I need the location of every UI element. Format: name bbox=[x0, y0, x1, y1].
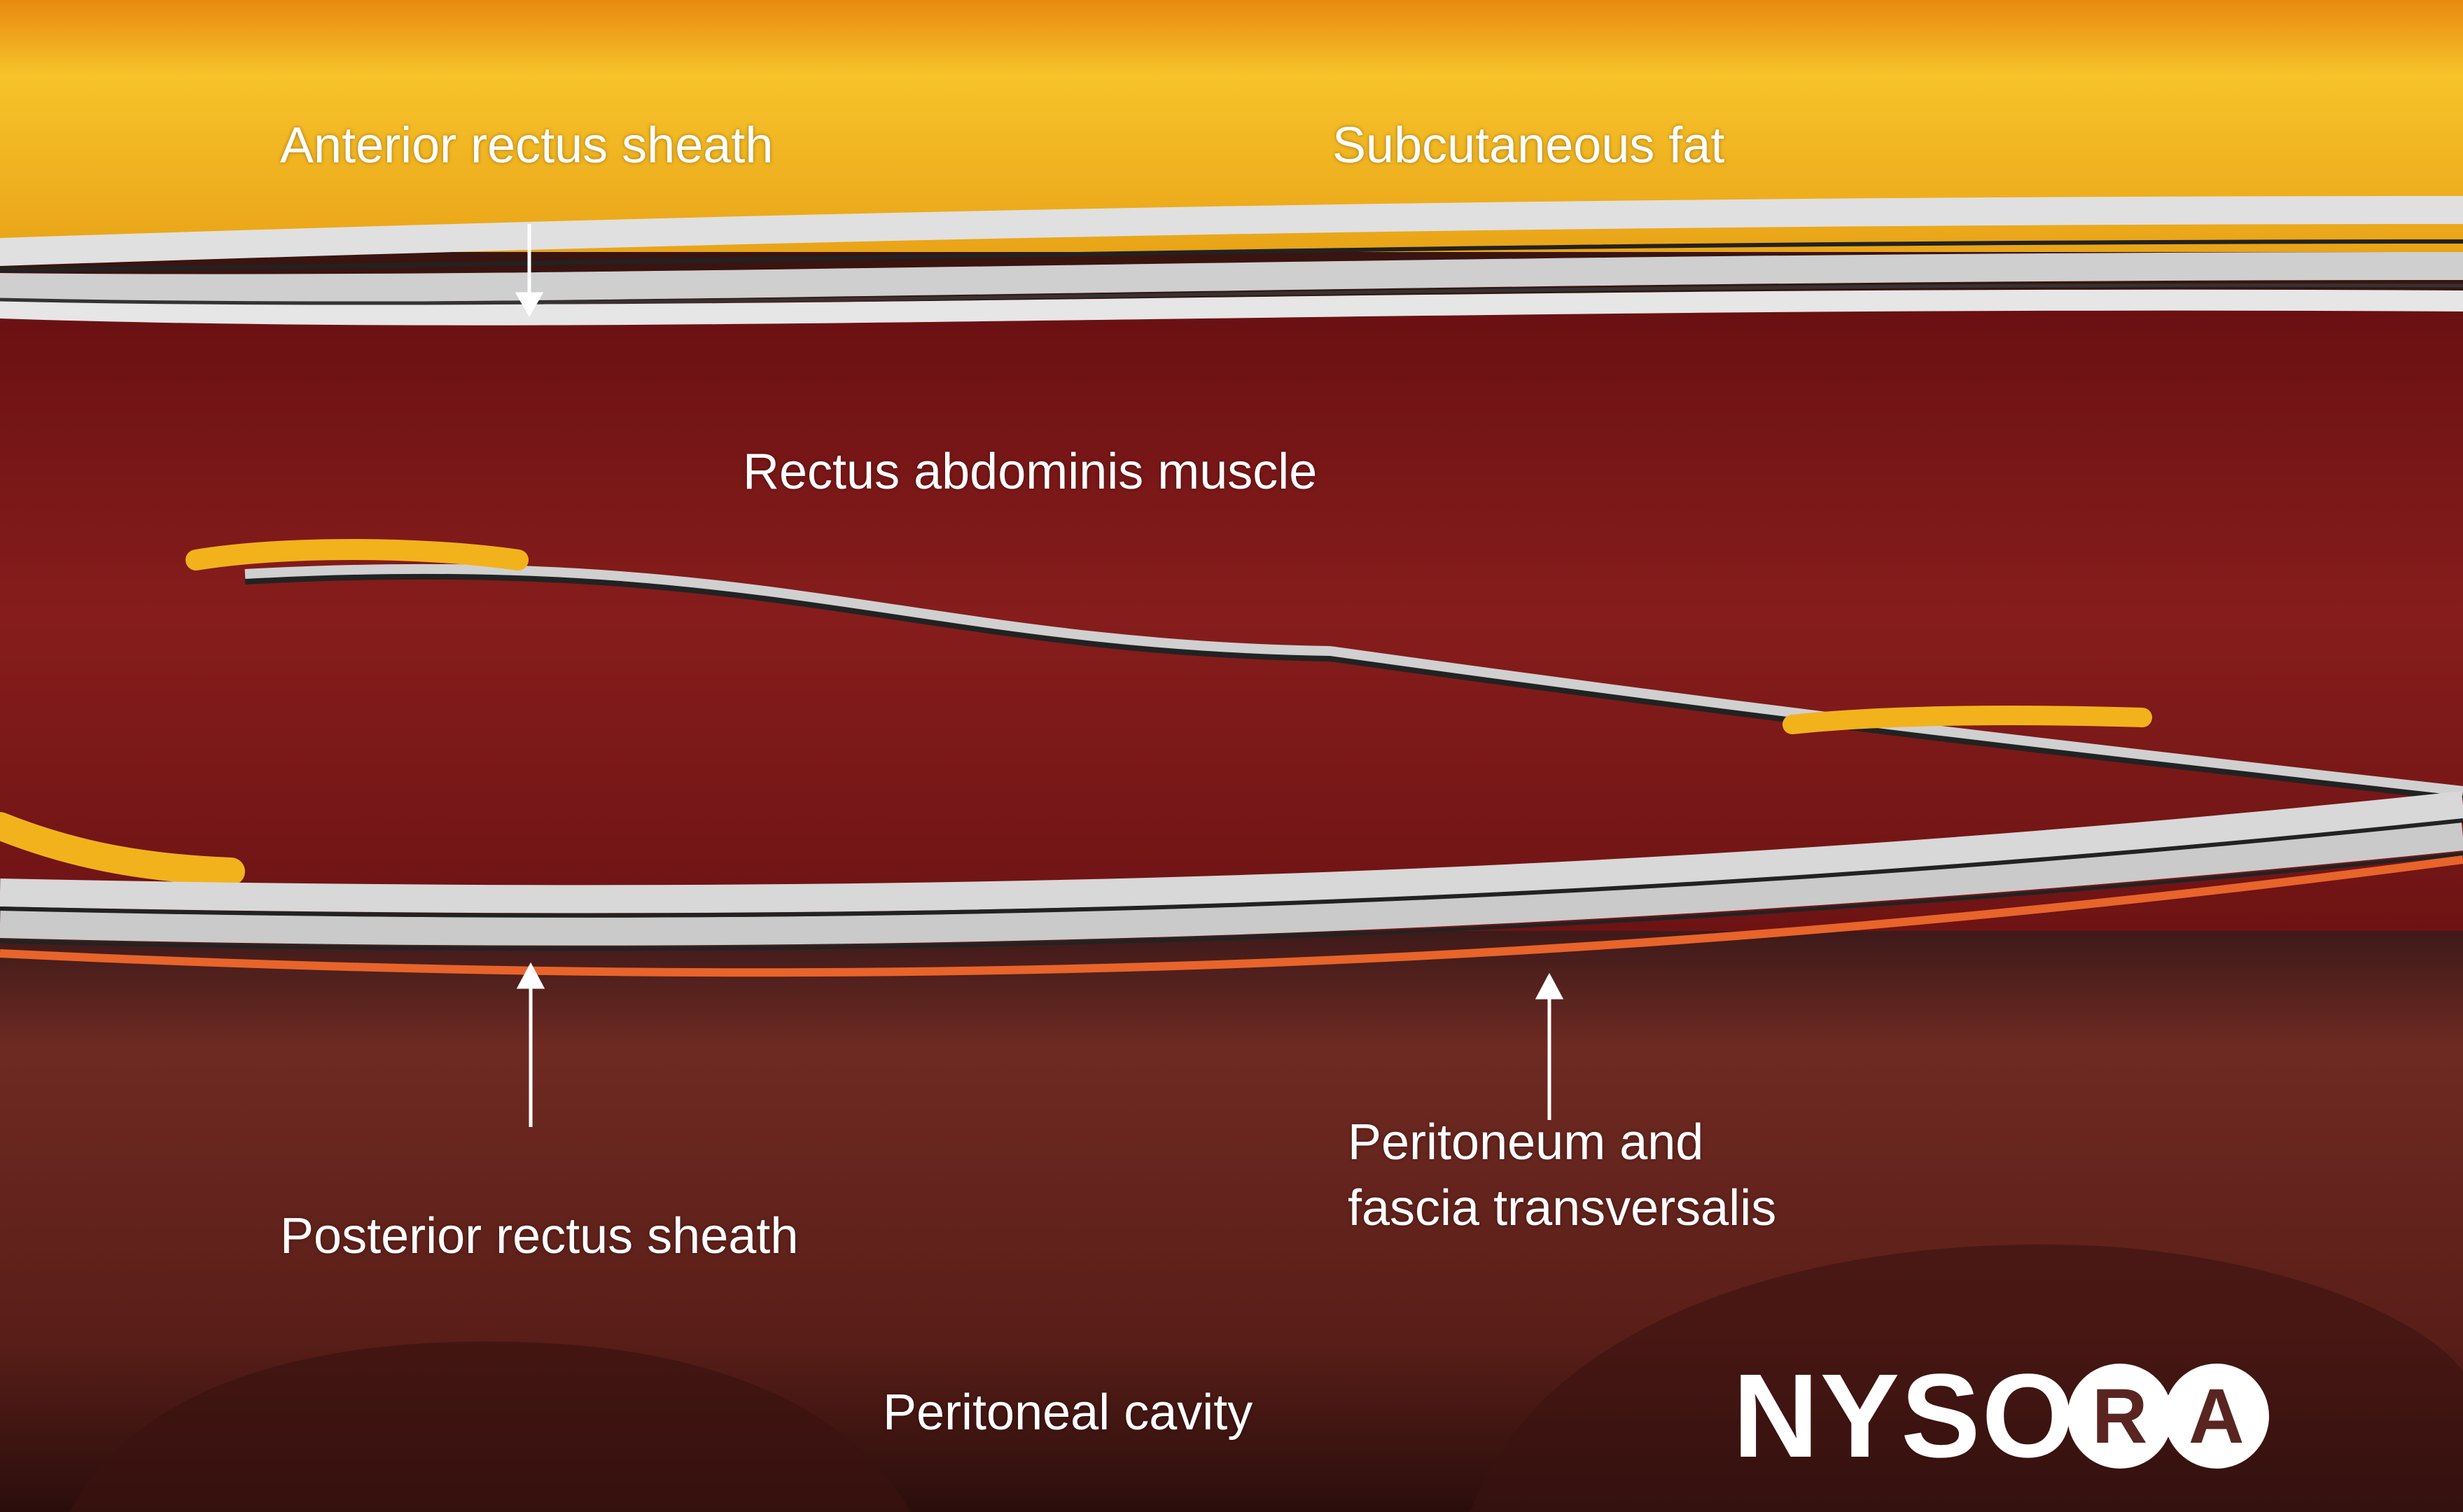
rectus-muscle-layer bbox=[0, 301, 2463, 931]
logo-circle-r: R bbox=[2067, 1364, 2172, 1469]
posterior-rectus-sheath bbox=[0, 791, 2463, 977]
label-rectus-abdominis-muscle: Rectus abdominis muscle bbox=[743, 444, 1318, 500]
label-peritoneal-cavity: Peritoneal cavity bbox=[883, 1385, 1253, 1441]
anterior-rectus-sheath bbox=[0, 196, 2463, 326]
nysora-logo: NYSO R A bbox=[1733, 1357, 2269, 1476]
logo-text: NYSO bbox=[1733, 1350, 2076, 1483]
bowel-loop-left bbox=[70, 1341, 910, 1512]
intramuscular-septum bbox=[0, 539, 2463, 886]
label-subcutaneous-fat: Subcutaneous fat bbox=[1332, 118, 1725, 174]
label-peritoneum-line1: Peritoneum and bbox=[1348, 1114, 1704, 1170]
peritoneum-line bbox=[0, 855, 2463, 977]
label-peritoneum-line2: fascia transversalis bbox=[1348, 1180, 1777, 1236]
label-anterior-rectus-sheath: Anterior rectus sheath bbox=[280, 118, 774, 174]
arrows bbox=[515, 224, 1564, 1127]
logo-circle-a: A bbox=[2163, 1364, 2269, 1469]
label-posterior-rectus-sheath: Posterior rectus sheath bbox=[280, 1208, 799, 1264]
